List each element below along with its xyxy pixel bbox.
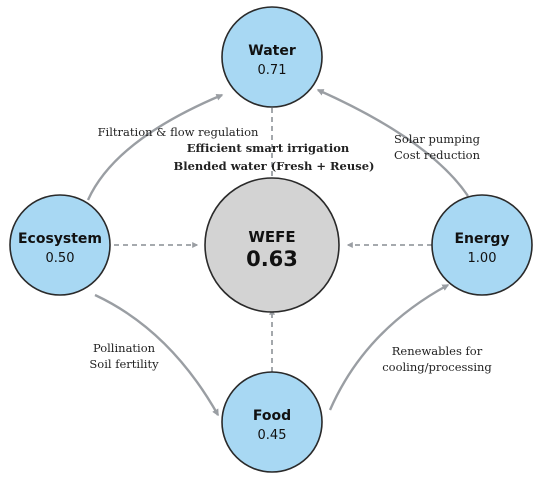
node-water: Water 0.71 <box>221 6 323 108</box>
arrow-energy-to-water <box>316 88 469 197</box>
arrow-food-to-energy <box>328 283 450 411</box>
node-energy: Energy 1.00 <box>431 194 533 296</box>
label-energy-to-water-line1: Solar pumping <box>394 132 481 146</box>
label-ecosystem-to-food-line2: Soil fertility <box>89 357 159 371</box>
node-ecosystem: Ecosystem 0.50 <box>9 194 111 296</box>
hub-name: WEFE <box>248 228 295 246</box>
hub-circle <box>204 177 340 313</box>
arrow-ecosystem-to-food <box>94 293 220 417</box>
food-circle <box>221 371 323 473</box>
food-name: Food <box>253 408 291 424</box>
energy-value: 1.00 <box>468 251 497 266</box>
label-food-to-energy-line1: Renewables for <box>392 344 483 358</box>
hub-value: 0.63 <box>246 247 298 271</box>
ecosystem-circle <box>9 194 111 296</box>
label-ecosystem-to-water: Filtration & flow regulation <box>98 125 259 139</box>
label-water-to-hub-line2: Blended water (Fresh + Reuse) <box>174 159 375 173</box>
water-value: 0.71 <box>258 63 287 78</box>
food-value: 0.45 <box>258 428 287 443</box>
label-water-to-hub-line1: Efficient smart irrigation <box>187 141 350 155</box>
ecosystem-value: 0.50 <box>46 251 75 266</box>
node-food: Food 0.45 <box>221 371 323 473</box>
energy-name: Energy <box>454 231 509 247</box>
water-name: Water <box>248 43 296 59</box>
label-ecosystem-to-food-line1: Pollination <box>93 341 156 355</box>
hub-node-wefe: WEFE 0.63 <box>204 177 340 313</box>
water-circle <box>221 6 323 108</box>
label-energy-to-water-line2: Cost reduction <box>394 148 481 162</box>
arrow-ecosystem-to-water <box>86 93 224 201</box>
label-food-to-energy-line2: cooling/processing <box>382 360 492 374</box>
energy-circle <box>431 194 533 296</box>
ecosystem-name: Ecosystem <box>18 231 102 247</box>
